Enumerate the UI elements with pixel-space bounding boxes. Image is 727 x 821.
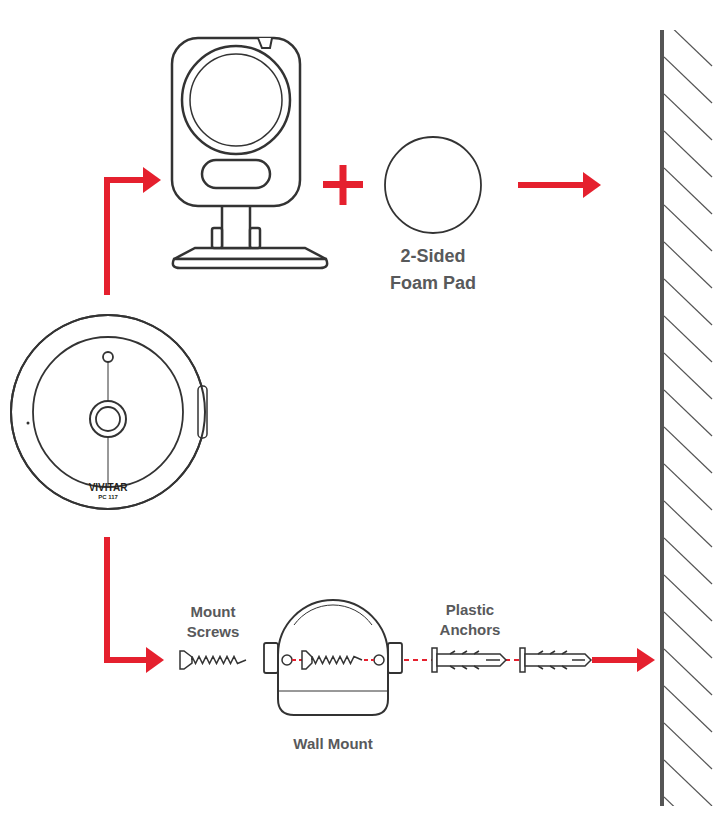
hatch-line [664,353,712,399]
wall [662,20,712,821]
part-name: Wall Mount [272,734,394,754]
brand-text: VIVITAR [10,482,206,493]
hatch-line [664,501,712,547]
hatch-line [664,575,712,621]
part-label: Plastic Anchors [431,600,509,640]
hatch-line [664,131,712,177]
hatch-line [664,538,712,584]
hatch-line [664,279,712,325]
brand-text: PC 117 [10,494,206,501]
hatch-line [664,205,712,251]
hatch-line [664,760,712,806]
hatch-line [664,427,712,473]
camera-body-outline [10,314,206,510]
part-label: Mount Screws [180,602,246,642]
camera-body: VIVITARPC 117 [10,314,206,510]
alignment-line [505,659,520,661]
part-name: 2-Sided Foam Pad [383,243,483,297]
hatch-line [664,242,712,288]
hatch-line [664,168,712,214]
hatch-line [664,723,712,769]
hatch-line [664,686,712,732]
hatch-line [664,57,712,103]
hatch-line [664,612,712,658]
hatch-line [664,390,712,436]
hatch-line [664,30,712,66]
mount-screw [180,651,246,669]
hatch-line [664,464,712,510]
plus-sign [323,165,363,205]
hatch-line [664,649,712,695]
hatch-line [664,797,712,806]
hatch-line [664,94,712,140]
wall-mount: Wall Mount [272,595,394,760]
foam-pad: 2-Sided Foam Pad [380,135,486,301]
plastic-anchor [432,648,591,672]
stand-mount [172,38,327,268]
hatch-line [664,316,712,362]
